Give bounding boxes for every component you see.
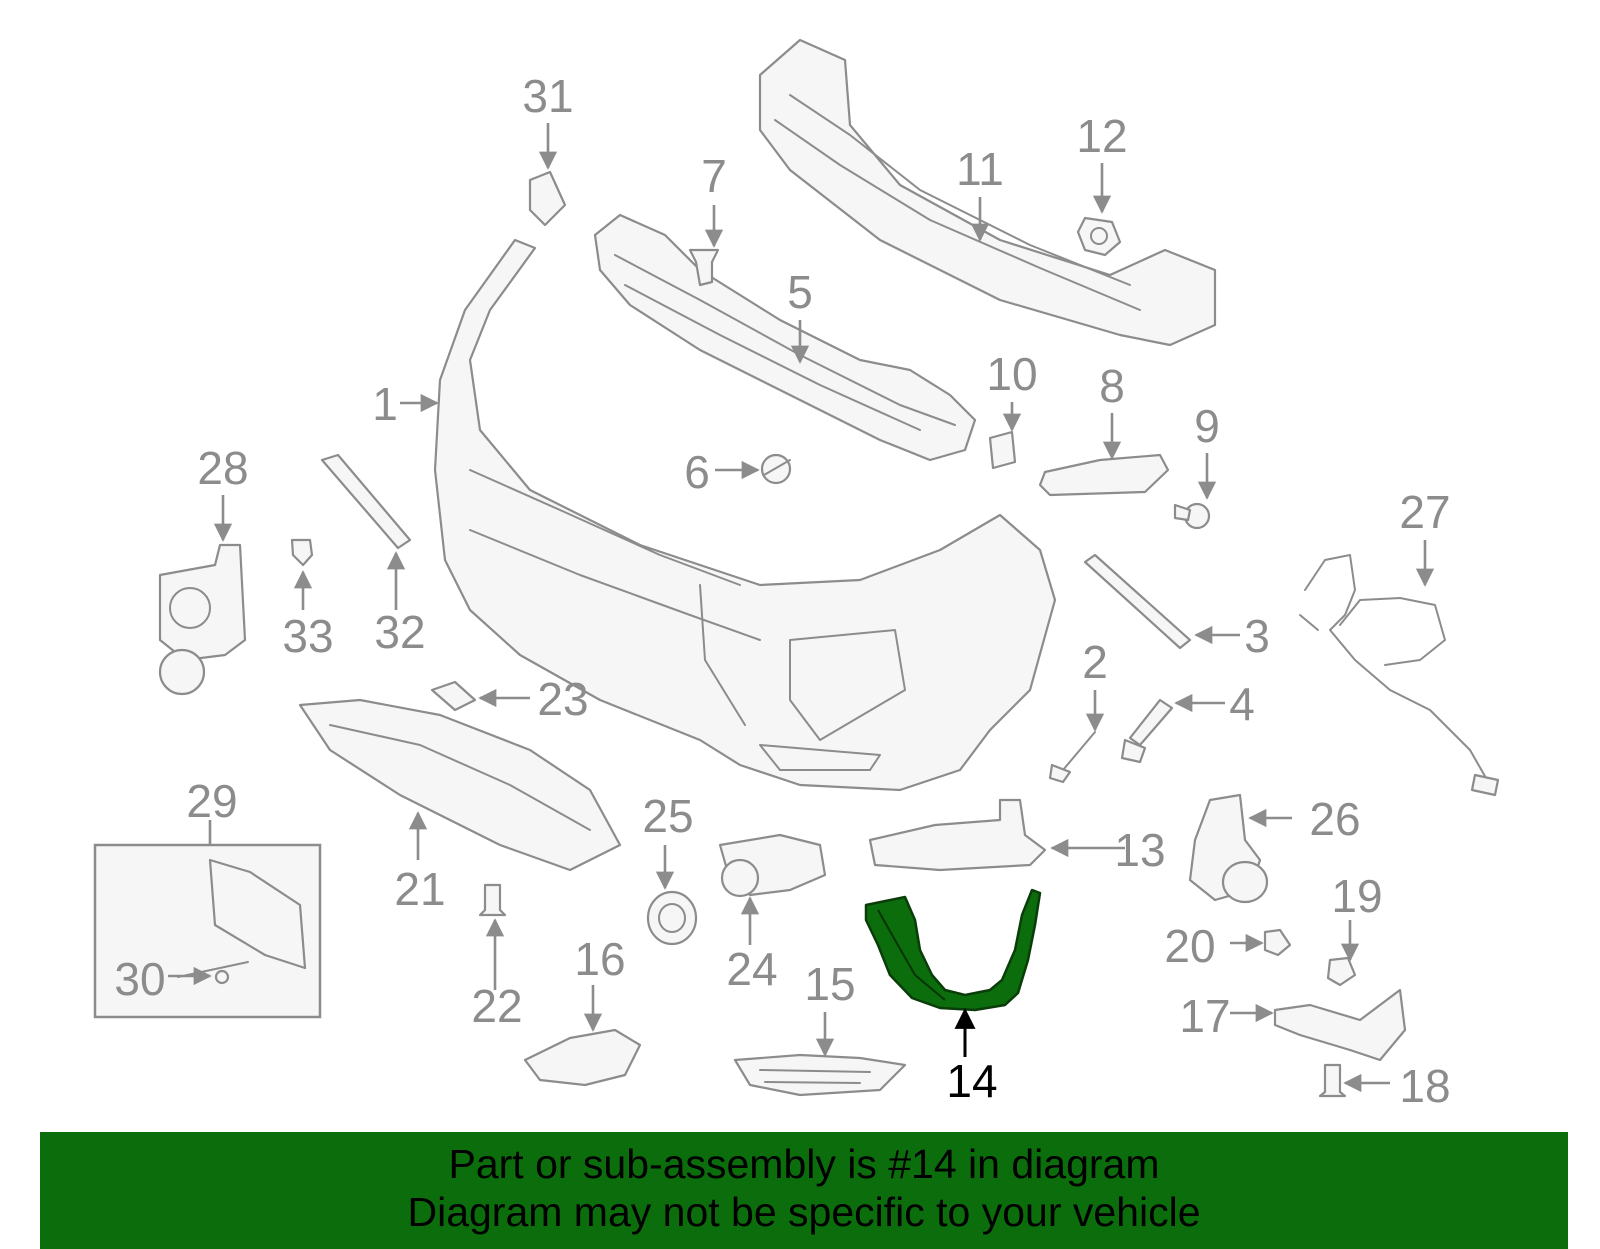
part-2-bolt	[1048, 731, 1096, 784]
callout-9: 9	[1194, 400, 1220, 452]
part-31-bracket	[528, 170, 567, 227]
part-12-nut	[1076, 216, 1122, 257]
part-33-clip	[290, 538, 314, 567]
part-25-grommet	[646, 890, 698, 946]
callout-13: 13	[1114, 824, 1165, 876]
callout-22: 22	[471, 980, 522, 1032]
part-23-clip	[430, 680, 477, 712]
callout-arrows	[168, 123, 1435, 1093]
callout-23: 23	[537, 673, 588, 725]
part-7-clip	[688, 248, 720, 287]
callout-1: 1	[372, 378, 398, 430]
part-6-clip	[760, 453, 792, 485]
callout-33: 33	[282, 610, 333, 662]
part-22-bolt	[478, 883, 507, 917]
part-1-bumper-cover	[433, 238, 1057, 792]
part-26-sensor	[1188, 793, 1269, 904]
part-24-sensor	[718, 833, 827, 898]
callout-15: 15	[804, 958, 855, 1010]
banner-disclaimer-text: Diagram may not be specific to your vehi…	[407, 1189, 1201, 1235]
part-13-bracket	[868, 798, 1047, 872]
callout-18: 18	[1399, 1060, 1450, 1112]
banner-part-number-text: Part or sub-assembly is #14 in diagram	[448, 1141, 1160, 1187]
callout-3: 3	[1244, 610, 1270, 662]
part-15-grille	[733, 1053, 907, 1097]
part-27-wiring-harness	[1299, 554, 1500, 797]
part-16-bezel	[523, 1028, 642, 1087]
part-10-pad	[988, 430, 1017, 470]
part-29-license-plate-box	[93, 843, 322, 1019]
callout-28: 28	[197, 442, 248, 494]
callout-14-highlighted: 14	[946, 1055, 997, 1107]
callout-29: 29	[186, 775, 237, 827]
part-19-nut	[1326, 956, 1357, 987]
callout-32: 32	[374, 606, 425, 658]
part-11-reinforcement-beam	[758, 38, 1217, 347]
callout-8: 8	[1099, 360, 1125, 412]
callout-20: 20	[1164, 920, 1215, 972]
info-banner: Part or sub-assembly is #14 in diagram D…	[40, 1132, 1568, 1249]
callout-11: 11	[956, 143, 1004, 195]
part-17-bracket	[1273, 988, 1407, 1062]
callout-19: 19	[1331, 870, 1382, 922]
callout-30: 30	[114, 953, 165, 1005]
callout-17: 17	[1179, 990, 1230, 1042]
part-8-trim	[1038, 453, 1170, 497]
callout-10: 10	[986, 348, 1037, 400]
part-21-undertray	[298, 698, 622, 872]
part-9-bolt	[1173, 502, 1211, 530]
part-3-strip	[1083, 553, 1192, 650]
callout-4: 4	[1229, 678, 1255, 730]
callout-6: 6	[684, 446, 710, 498]
callout-12: 12	[1076, 110, 1127, 162]
part-18-bolt	[1318, 1063, 1347, 1098]
callout-25: 25	[642, 790, 693, 842]
part-14-moulding-highlighted	[864, 888, 1042, 1012]
callout-26: 26	[1309, 793, 1360, 845]
part-20-bolt	[1263, 928, 1292, 957]
callout-numbers: 31 7 12 11 5 1 6 10 8 9 27 28 3 2 4 33 3…	[114, 70, 1450, 1112]
callout-7: 7	[701, 150, 727, 202]
part-28-sensor	[158, 543, 247, 696]
callout-21: 21	[394, 863, 445, 915]
callout-27: 27	[1399, 486, 1450, 538]
part-4-rivet	[1120, 698, 1174, 764]
callout-16: 16	[574, 933, 625, 985]
callout-5: 5	[787, 266, 813, 318]
part-32-bracket	[320, 453, 412, 550]
callout-31: 31	[522, 70, 573, 122]
callout-2: 2	[1082, 636, 1108, 688]
callout-24: 24	[726, 943, 777, 995]
